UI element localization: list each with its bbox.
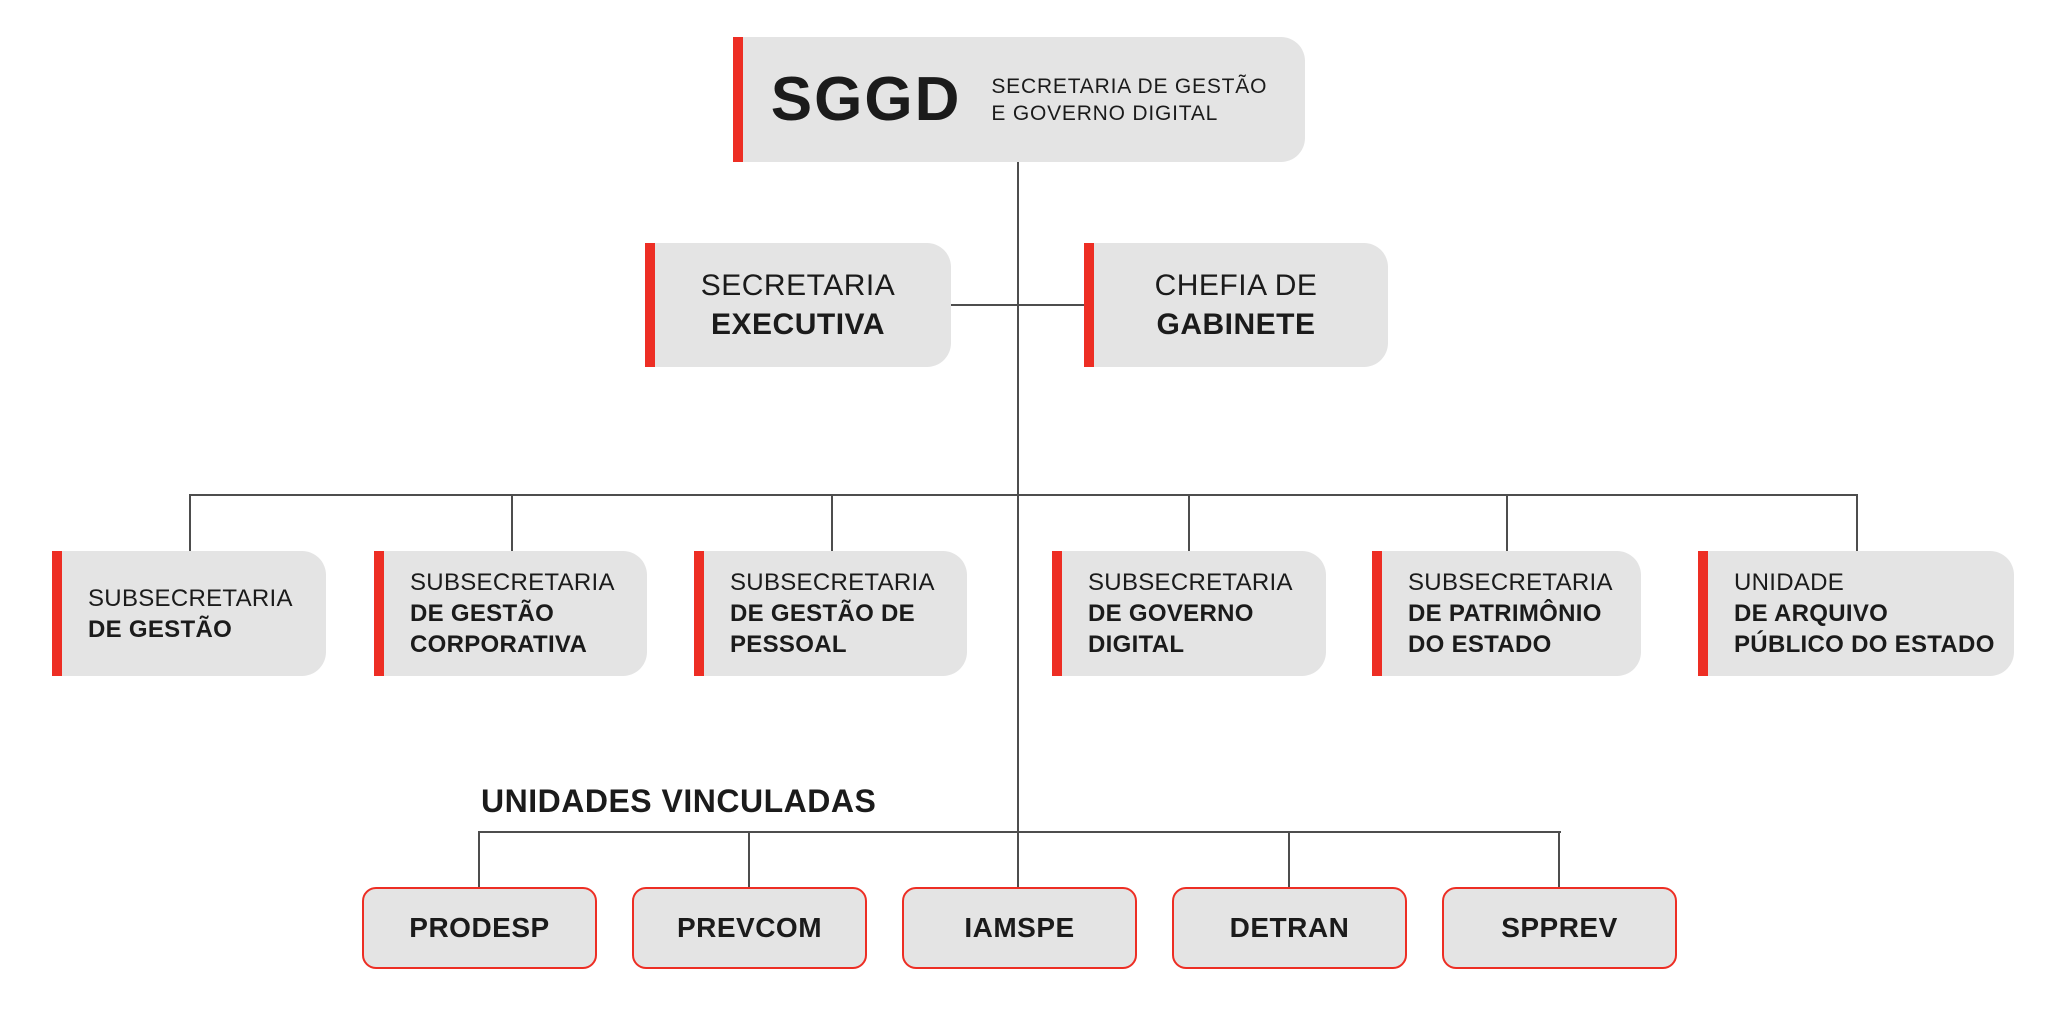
org-node-unidade-arquivo-publico: UNIDADE DE ARQUIVO PÚBLICO DO ESTADO	[1698, 551, 2014, 676]
org-node-prodesp: PRODESP	[362, 887, 597, 969]
connector-drop-unit-4	[1288, 831, 1290, 888]
org-root-subtitle-line2: E GOVERNO DIGITAL	[991, 101, 1219, 125]
red-accent-bar	[1372, 551, 1382, 676]
connector-level3-distribution	[189, 494, 1858, 496]
node-label-line: SUBSECRETARIA	[410, 569, 615, 596]
org-node-subsecretaria-governo-digital: SUBSECRETARIA DE GOVERNO DIGITAL	[1052, 551, 1326, 676]
org-node-secretaria-executiva: SECRETARIA EXECUTIVA	[645, 243, 951, 367]
node-label-line: DIGITAL	[1088, 631, 1185, 658]
red-accent-bar	[1052, 551, 1062, 676]
node-label-line: DE ARQUIVO	[1734, 600, 1889, 627]
connector-level2-horizontal	[950, 304, 1086, 306]
connector-drop-subsecretaria-2	[511, 494, 513, 552]
org-node-subsecretaria-patrimonio-do-estado: SUBSECRETARIA DE PATRIMÔNIO DO ESTADO	[1372, 551, 1641, 676]
node-label-line: CHEFIA DE	[1154, 269, 1318, 302]
org-node-detran: DETRAN	[1172, 887, 1407, 969]
org-root-subtitle-line1: SECRETARIA DE GESTÃO	[991, 74, 1268, 98]
node-label-line: GABINETE	[1156, 308, 1316, 341]
connector-drop-subsecretaria-6	[1856, 494, 1858, 552]
node-label-line: EXECUTIVA	[711, 308, 885, 341]
node-label-line: SECRETARIA	[700, 269, 896, 302]
red-accent-bar	[733, 37, 743, 162]
org-node-iamspe: IAMSPE	[902, 887, 1137, 969]
org-node-chefia-de-gabinete: CHEFIA DE GABINETE	[1084, 243, 1388, 367]
org-node-sggd: SGGD SECRETARIA DE GESTÃO E GOVERNO DIGI…	[733, 37, 1305, 162]
org-root-subtitle: SECRETARIA DE GESTÃO E GOVERNO DIGITAL	[991, 73, 1267, 127]
red-accent-bar	[1084, 243, 1094, 367]
node-label-line: PÚBLICO DO ESTADO	[1734, 631, 1995, 658]
unit-label: IAMSPE	[964, 912, 1075, 943]
node-label-line: SUBSECRETARIA	[730, 569, 935, 596]
node-label-line: DE GOVERNO	[1088, 600, 1254, 627]
connector-units-distribution	[478, 831, 1561, 833]
node-label-line: DO ESTADO	[1408, 631, 1552, 658]
node-label-line: DE GESTÃO	[410, 600, 555, 627]
unit-label: PREVCOM	[676, 912, 823, 943]
node-label-line: UNIDADE	[1734, 569, 1845, 596]
node-label-line: CORPORATIVA	[410, 631, 588, 658]
connector-drop-unit-2	[748, 831, 750, 888]
node-label-line: DE GESTÃO	[88, 615, 233, 643]
red-accent-bar	[374, 551, 384, 676]
linked-units-heading: UNIDADES VINCULADAS	[481, 783, 877, 819]
unit-label: SPPREV	[1501, 912, 1618, 943]
unit-label: PRODESP	[409, 912, 550, 943]
red-accent-bar	[694, 551, 704, 676]
connector-drop-subsecretaria-1	[189, 494, 191, 552]
red-accent-bar	[52, 551, 62, 676]
unit-label: DETRAN	[1229, 912, 1350, 943]
red-accent-bar	[1698, 551, 1708, 676]
connector-drop-unit-5	[1558, 831, 1560, 888]
org-node-spprev: SPPREV	[1442, 887, 1677, 969]
connector-drop-subsecretaria-3	[831, 494, 833, 552]
connector-trunk-vertical	[1017, 161, 1019, 888]
node-label-line: PESSOAL	[730, 631, 847, 658]
red-accent-bar	[645, 243, 655, 367]
org-node-prevcom: PREVCOM	[632, 887, 867, 969]
node-label-line: DE GESTÃO DE	[730, 600, 915, 627]
org-node-subsecretaria-gestao-de-pessoal: SUBSECRETARIA DE GESTÃO DE PESSOAL	[694, 551, 967, 676]
connector-drop-subsecretaria-4	[1188, 494, 1190, 552]
connector-drop-subsecretaria-5	[1506, 494, 1508, 552]
node-label-line: SUBSECRETARIA	[1408, 569, 1613, 596]
org-node-subsecretaria-gestao-corporativa: SUBSECRETARIA DE GESTÃO CORPORATIVA	[374, 551, 647, 676]
org-node-subsecretaria-de-gestao: SUBSECRETARIA DE GESTÃO	[52, 551, 326, 676]
node-label-line: SUBSECRETARIA	[88, 584, 293, 612]
org-root-abbreviation: SGGD	[770, 65, 962, 134]
node-label-line: SUBSECRETARIA	[1088, 569, 1293, 596]
connector-drop-unit-1	[478, 831, 480, 888]
node-label-line: DE PATRIMÔNIO	[1408, 600, 1602, 627]
